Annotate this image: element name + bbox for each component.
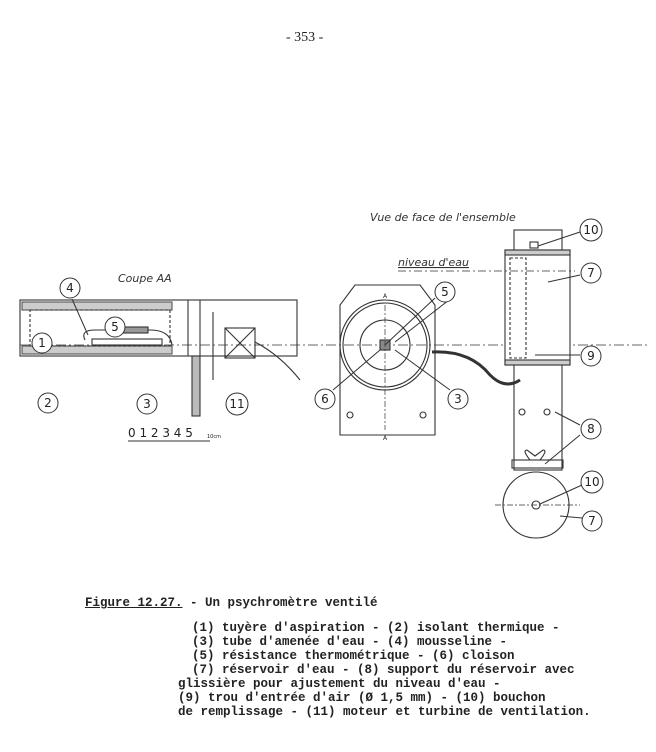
water-reservoir <box>504 249 571 366</box>
callout-8: 8 <box>587 422 595 436</box>
section-view <box>19 299 650 417</box>
legend-line: (9) trou d'entrée d'air (Ø 1,5 mm) - (10… <box>178 691 546 705</box>
section-title: Coupe AA <box>118 272 172 285</box>
callout-7: 7 <box>587 266 595 280</box>
callout-3: 3 <box>143 397 151 411</box>
callout-11: 11 <box>229 397 244 411</box>
wing-nut <box>524 449 546 461</box>
callout-9: 9 <box>587 349 595 363</box>
water-level-label: niveau d'eau <box>398 256 469 269</box>
scale-bar-ticks: 0 1 2 3 4 5 <box>128 426 193 440</box>
callout-5-front: 5 <box>441 285 449 299</box>
figure-title: - Un psychromètre ventilé <box>182 596 378 610</box>
mounting-post <box>191 355 201 417</box>
callout-6: 6 <box>321 392 329 406</box>
callout-2: 2 <box>44 396 52 410</box>
callouts: 1 2 3 4 5 11 5 6 3 10 7 9 8 10 7 <box>31 218 604 532</box>
callout-10: 10 <box>583 223 598 237</box>
legend-line: glissière pour ajustement du niveau d'ea… <box>178 677 501 691</box>
callout-1: 1 <box>38 336 46 350</box>
reservoir-view <box>398 229 580 539</box>
insulation-bottom <box>21 345 173 355</box>
water-supply-tube <box>91 338 163 346</box>
callout-5: 5 <box>111 320 119 334</box>
filler-cap <box>529 241 539 249</box>
legend-line: (5) résistance thermométrique - (6) cloi… <box>192 649 515 663</box>
legend-line: (1) tuyère d'aspiration - (2) isolant th… <box>192 621 560 635</box>
page-number: - 353 - <box>286 30 324 45</box>
figure-caption: Figure 12.27. - Un psychromètre ventilé <box>85 596 378 610</box>
section-mark-bottom: A <box>383 435 388 442</box>
insulation-top <box>21 301 173 311</box>
callout-10-top: 10 <box>584 475 599 489</box>
callout-7-top: 7 <box>588 514 596 528</box>
legend-line: de remplissage - (11) moteur et turbine … <box>178 705 591 719</box>
callout-4: 4 <box>66 281 74 295</box>
slide-clamp <box>511 459 564 469</box>
section-mark-top: A <box>383 293 388 300</box>
front-view-title: Vue de face de l'ensemble <box>370 211 516 224</box>
front-view-plate <box>339 284 521 436</box>
figure-ref: Figure 12.27. <box>85 596 183 610</box>
motor-box <box>224 327 256 359</box>
psychrometer-drawing: Coupe AA 0 1 2 3 4 5 10cm A A Vue de fac… <box>19 211 650 539</box>
callout-3-front: 3 <box>454 392 462 406</box>
scale-bar-unit: 10cm <box>207 434 221 440</box>
aspiration-tube <box>19 299 298 357</box>
legend-line: (7) réservoir d'eau - (8) support du rés… <box>192 663 575 677</box>
legend-line: (3) tube d'amenée d'eau - (4) mousseline… <box>192 635 508 649</box>
